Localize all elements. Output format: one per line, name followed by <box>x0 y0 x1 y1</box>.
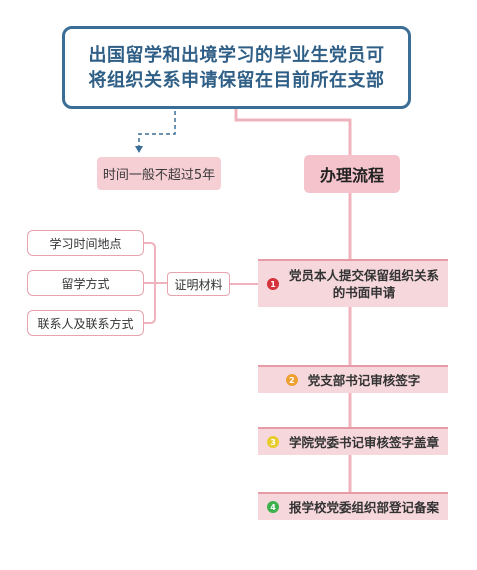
step-4-label: 报学校党委组织部登记备案 <box>288 499 439 515</box>
proof-item-study-mode: 留学方式 <box>27 270 144 296</box>
proof-items-bracket <box>144 242 167 324</box>
step-2-number-badge: 2 <box>285 374 298 386</box>
flow-title: 办理流程 <box>304 155 400 193</box>
step-3-box: 3 学院党委书记审核签字盖章 <box>258 427 448 455</box>
title-to-time-dashed-connector <box>138 111 176 146</box>
title-line-1: 出国留学和出境学习的毕业生党员可 <box>88 44 385 66</box>
step-1-box: 1 党员本人提交保留组织关系的书面申请 <box>258 259 448 307</box>
step-4-box: 4 报学校党委组织部登记备案 <box>258 492 448 520</box>
proof-item-study-time-place: 学习时间地点 <box>27 230 144 256</box>
step-2-box: 2 党支部书记审核签字 <box>258 365 448 393</box>
proof-materials-box: 证明材料 <box>167 272 230 296</box>
step-1-number-badge: 1 <box>267 278 279 290</box>
step-3-number-badge: 3 <box>266 436 279 448</box>
step-2-label: 党支部书记审核签字 <box>307 372 421 388</box>
main-title-box: 出国留学和出境学习的毕业生党员可 将组织关系申请保留在目前所在支部 <box>62 26 411 109</box>
step-1-label: 党员本人提交保留组织关系的书面申请 <box>289 268 440 300</box>
dashed-arrow-head <box>135 146 143 153</box>
title-to-flow-connector <box>234 109 352 155</box>
step-4-number-badge: 4 <box>266 501 279 513</box>
step-3-label: 学院党委书记审核签字盖章 <box>288 434 439 450</box>
time-limit-box: 时间一般不超过5年 <box>97 157 221 190</box>
title-line-2: 将组织关系申请保留在目前所在支部 <box>88 69 385 91</box>
proof-item-contact: 联系人及联系方式 <box>27 310 144 336</box>
